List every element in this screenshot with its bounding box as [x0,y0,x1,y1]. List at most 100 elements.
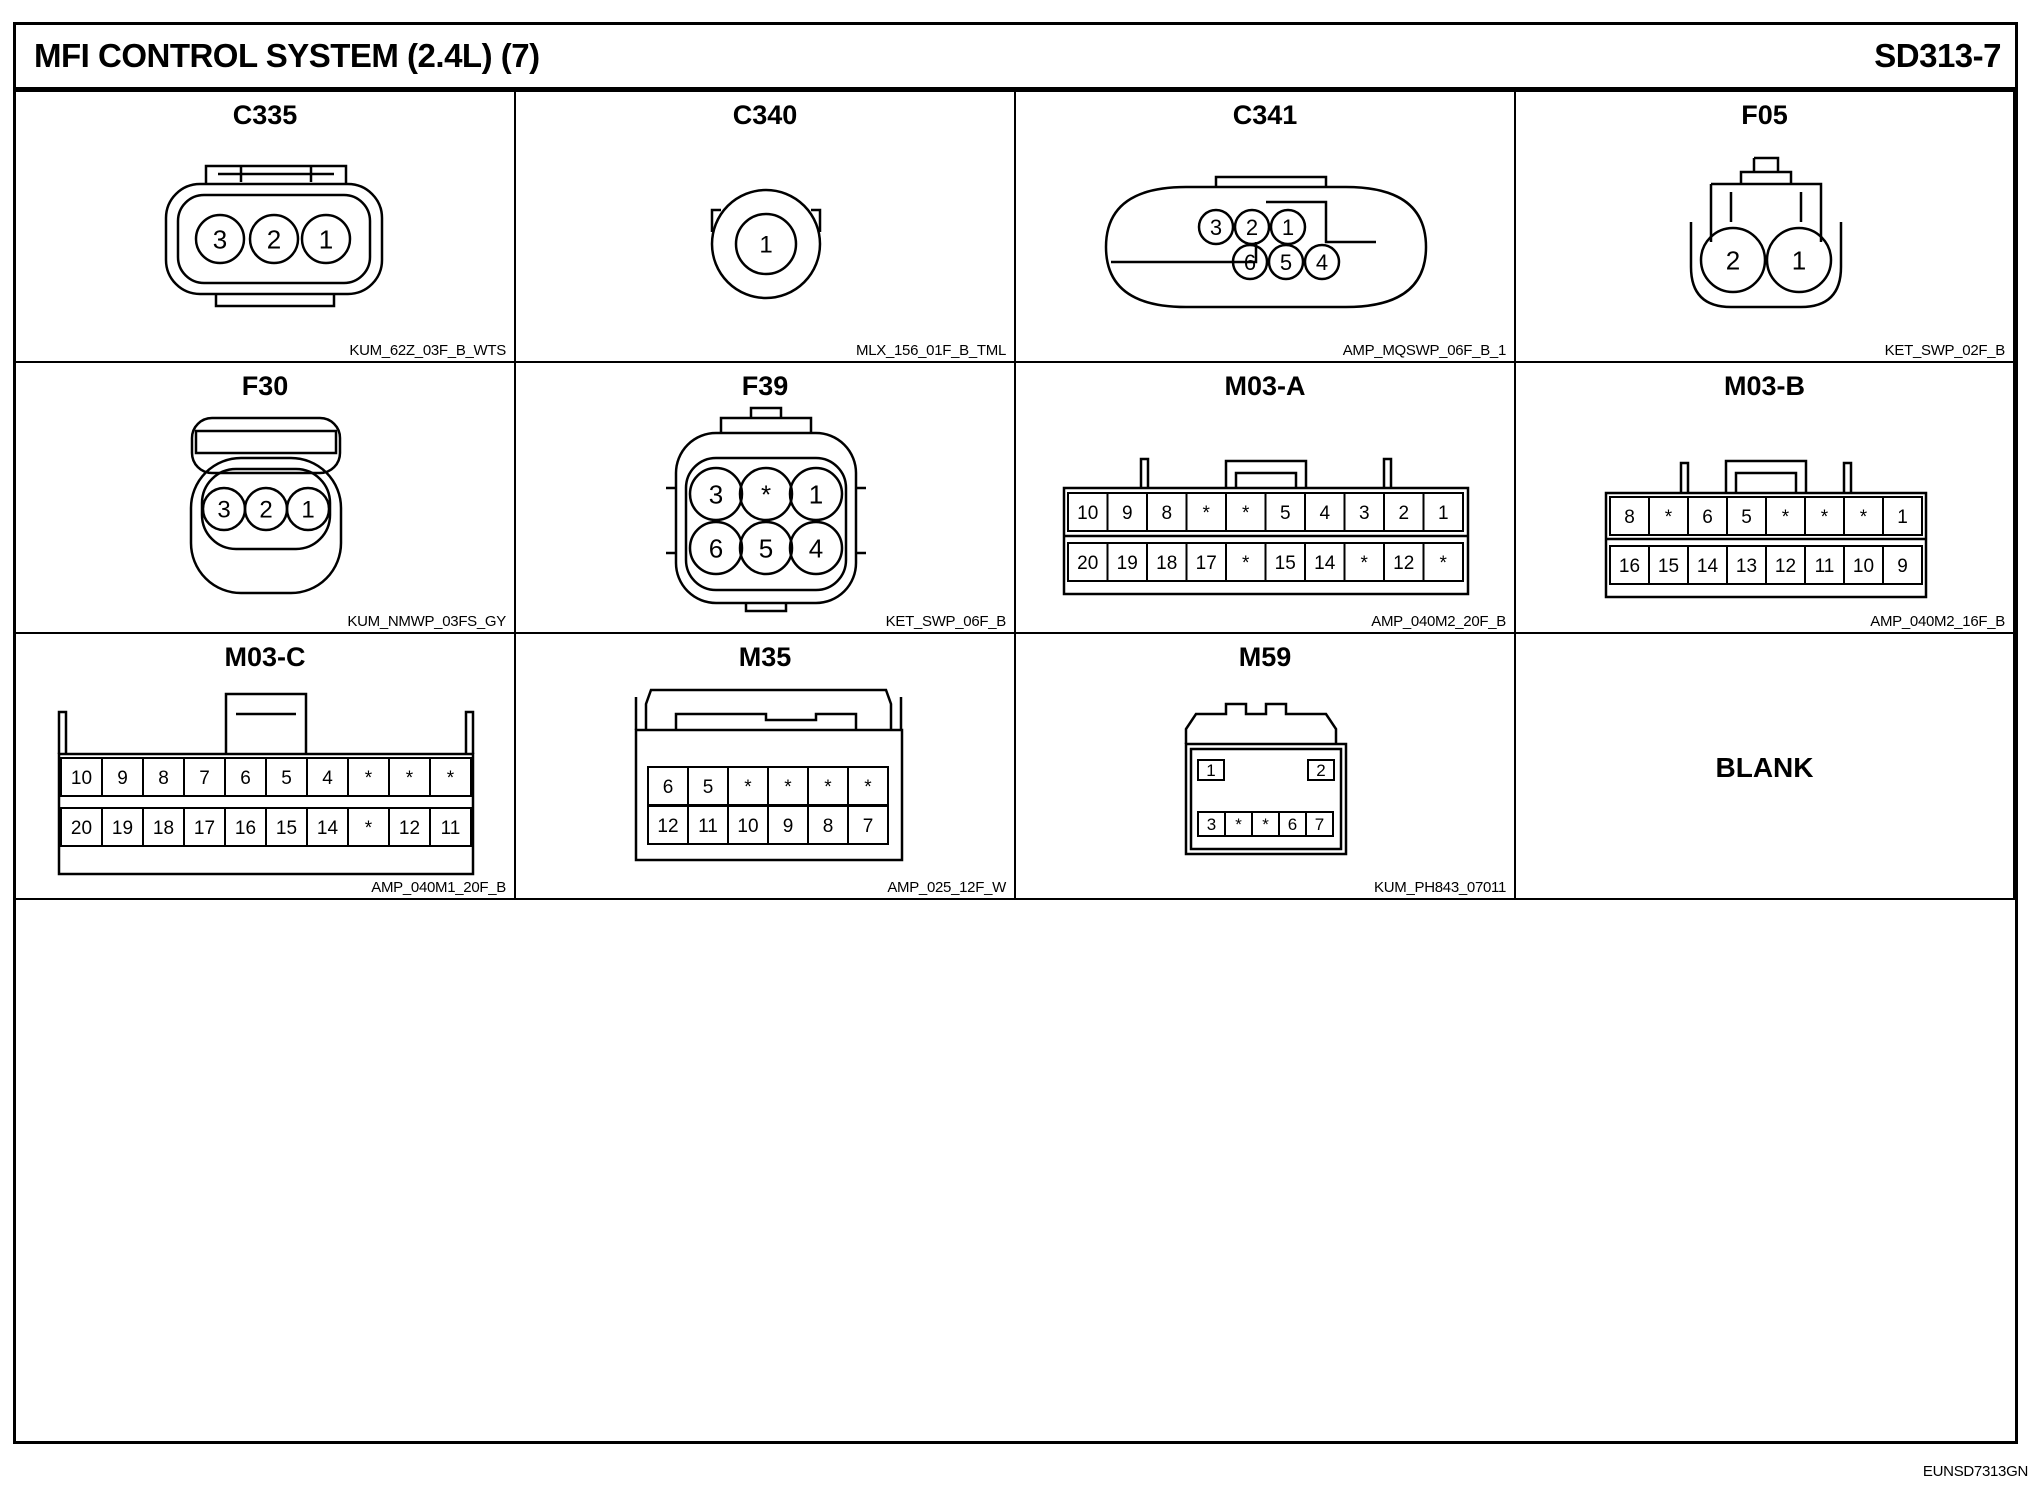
connector-name: M59 [1238,642,1292,672]
pin-label: 15 [1658,556,1679,577]
pin-label: 9 [1897,556,1908,577]
pin-label: * [761,479,771,509]
pin-cavity [738,466,794,522]
pin-label: 7 [863,816,874,837]
pin-label: * [1262,815,1269,834]
pin-label: * [365,818,373,839]
pin-label: 15 [276,818,297,839]
pin-label: 1 [1792,245,1806,275]
pin-cavity [285,486,331,532]
page-title: MFI CONTROL SYSTEM (2.4L) (7) [34,37,540,74]
connector-part-code: AMP_040M2_20F_B [1371,613,1506,630]
pin-cavity [1231,243,1269,281]
connector-name: M35 [738,642,792,672]
pin-label: 6 [1702,507,1713,528]
pin-label: 7 [199,768,210,789]
pin-label: 8 [1624,507,1635,528]
pin-cavity [429,807,472,847]
pin-label: * [824,777,832,798]
pin-label: * [1242,553,1250,574]
pin-cavity [688,466,744,522]
connector-part-code: AMP_040M1_20F_B [371,879,506,896]
connector-name: C335 [232,100,298,130]
pin-label: 16 [235,818,256,839]
pin-label: 2 [1316,761,1325,780]
pin-label: 5 [759,533,773,563]
pin-label: 2 [267,224,281,254]
pin-label: * [1440,553,1448,574]
pin-label: 19 [112,818,133,839]
pin-label: * [406,768,414,789]
pin-label: 15 [1275,553,1296,574]
pin-label: 9 [783,816,794,837]
pin-cavity [788,466,844,522]
connector-name: F05 [1741,100,1788,130]
pin-label: 4 [809,533,823,563]
pin-label: 13 [1736,556,1757,577]
pin-cavity [688,520,744,576]
pin-label: * [365,768,373,789]
footer-code: EUNSD7313GN [1922,1463,2028,1480]
pin-cavity [248,213,300,265]
pin-label: 6 [709,533,723,563]
pin-label: 6 [240,768,251,789]
pin-label: 10 [1853,556,1874,577]
pin-label: 17 [194,818,215,839]
pin-label: 19 [1117,553,1138,574]
pin-label: 12 [657,816,678,837]
pin-label: 3 [1210,215,1222,240]
pin-label: * [784,777,792,798]
connector-name: M03-A [1224,371,1306,401]
pin-label: 20 [71,818,92,839]
connector-part-code: MLX_156_01F_B_TML [856,342,1006,359]
connector-part-code: AMP_025_12F_W [887,879,1006,896]
pin-cavity [1765,226,1833,294]
pin-label: 12 [1775,556,1796,577]
pin-cavity [300,213,352,265]
pin-label: 1 [1438,503,1449,524]
pin-label: 4 [322,768,333,789]
connector-part-code: KUM_PH843_07011 [1374,879,1506,896]
pin-cavity [847,805,889,845]
pin-label: * [1782,507,1790,528]
pin-label: 5 [703,777,714,798]
pin-label: * [447,768,455,789]
pin-label: 1 [759,232,772,259]
pin-label: * [744,777,752,798]
connector-name: F30 [241,371,289,401]
pin-label: * [864,777,872,798]
pin-label: 1 [319,224,333,254]
pin-label: 2 [1726,245,1740,275]
pin-label: * [1361,553,1369,574]
pin-label: 2 [1246,215,1258,240]
pin-label: 1 [1206,761,1215,780]
pin-label: 11 [698,816,718,837]
pin-label: 8 [1161,503,1172,524]
pin-label: 11 [1815,556,1835,577]
connector-part-code: AMP_MQSWP_06F_B_1 [1342,342,1507,359]
connector-name: C340 [732,100,798,130]
connector-part-code: KET_SWP_02F_B [1884,342,2006,359]
pin-label: 2 [259,497,272,524]
pin-label: 10 [737,816,758,837]
pin-cavity [1267,243,1305,281]
pin-label: 2 [1398,503,1409,524]
pin-label: 1 [1897,507,1908,528]
pin-label: 6 [663,777,674,798]
pin-label: 20 [1077,553,1098,574]
pin-label: 8 [823,816,834,837]
